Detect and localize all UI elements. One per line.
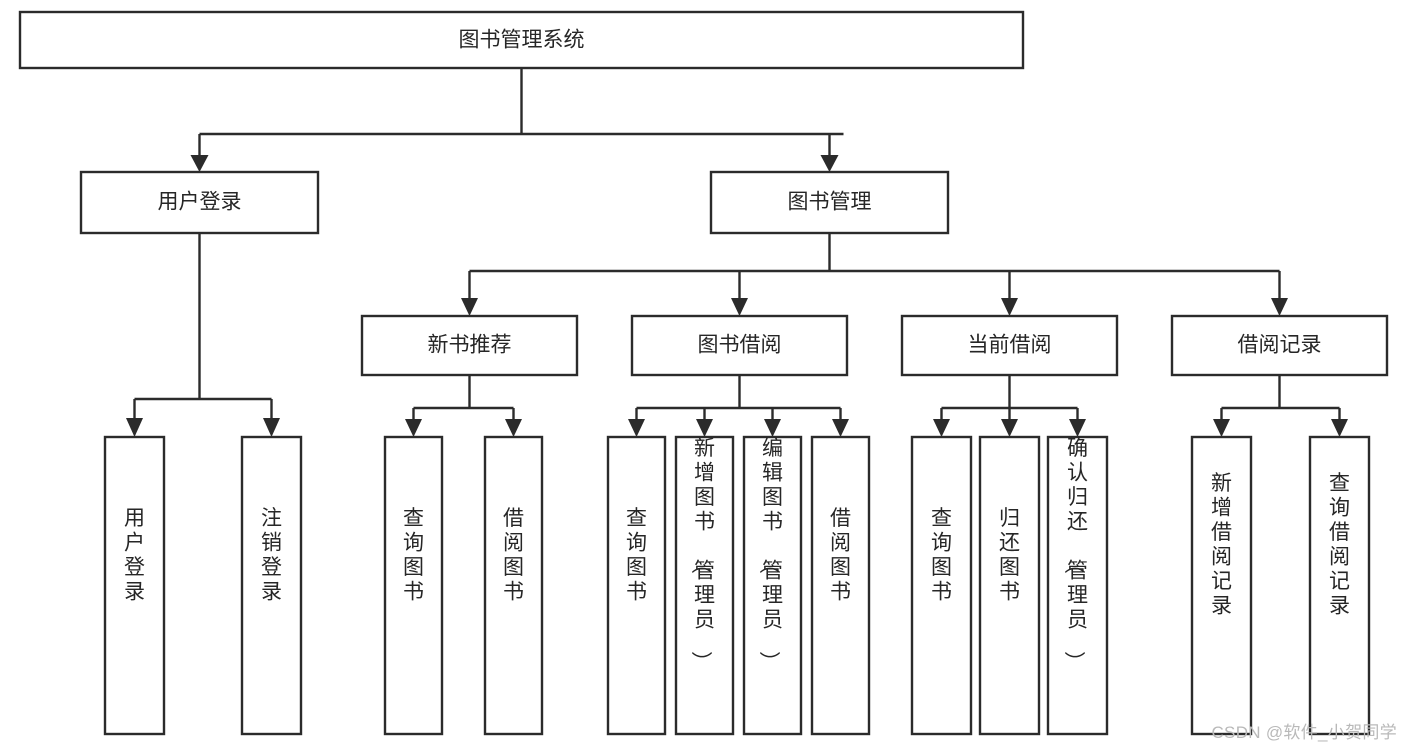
node-user-login-label: 用户登录 [158,191,242,214]
leaf-node-edit-book-label: 编辑图书（管理员） [757,437,783,672]
leaf-node-user-logout-label: 注销登录 [261,507,282,604]
node-book-borrow-label: 图书借阅 [698,334,782,357]
node-new-book-recommend[interactable]: 新书推荐 [360,314,579,377]
arrow-head-book-borrow [731,298,748,316]
node-book-management[interactable]: 图书管理 [709,170,950,235]
leaf-node-user-logout-box[interactable] [240,435,303,736]
leaf-node-add-book[interactable]: 新增图书（管理员） [674,435,735,736]
leaf-node-edit-book[interactable]: 编辑图书（管理员） [742,435,803,736]
leaf-node-add-record[interactable]: 新增借阅记录 [1190,435,1253,736]
leaf-node-borrow-book-2[interactable]: 借阅图书 [810,435,871,736]
csdn-watermark: CSDN @软件_小贺同学 [1211,723,1397,742]
arrow-head-leaf-borrow-book-2 [832,419,849,437]
node-borrow-record-label: 借阅记录 [1238,334,1322,357]
leaf-node-user-logout[interactable]: 注销登录 [240,435,303,736]
node-user-login-box[interactable] [79,170,320,235]
arrow-head-new-book-recommend [461,298,478,316]
arrow-head-leaf-confirm-return [1069,419,1086,437]
leaf-node-query-record-box[interactable] [1308,435,1371,736]
arrow-head-leaf-query-record [1331,419,1348,437]
leaf-node-query-book-2-label: 查询图书 [626,507,647,604]
node-root[interactable]: 图书管理系统 [18,10,1025,70]
leaf-node-user-login-label: 用户登录 [124,507,145,604]
leaf-node-return-book-box[interactable] [978,435,1041,736]
leaf-node-query-book-1-box[interactable] [383,435,444,736]
arrow-head-user-login [190,155,209,172]
arrow-head-leaf-return-book [1001,419,1018,437]
node-root-box[interactable] [18,10,1025,70]
arrow-head-leaf-borrow-book-1 [505,419,522,437]
arrow-head-leaf-query-book-3 [933,419,950,437]
leaf-node-borrow-book-2-label: 借阅图书 [830,507,851,604]
leaf-node-return-book[interactable]: 归还图书 [978,435,1041,736]
node-current-borrow[interactable]: 当前借阅 [900,314,1119,377]
leaf-node-confirm-return[interactable]: 确认归还（管理员） [1046,435,1109,736]
arrow-head-leaf-add-book [696,419,713,437]
arrow-head-leaf-user-logout [263,418,280,437]
leaf-node-user-login-box[interactable] [103,435,166,736]
arrow-head-leaf-add-record [1213,419,1230,437]
node-root-label: 图书管理系统 [459,29,585,52]
arrow-head-leaf-query-book-2 [628,419,645,437]
arrow-head-borrow-record [1271,298,1288,316]
leaf-node-return-book-label: 归还图书 [999,507,1020,604]
leaf-node-query-book-1[interactable]: 查询图书 [383,435,444,736]
node-new-book-recommend-box[interactable] [360,314,579,377]
arrow-head-leaf-edit-book [764,419,781,437]
arrow-head-current-borrow [1001,298,1018,316]
leaf-node-borrow-book-1-box[interactable] [483,435,544,736]
node-new-book-recommend-label: 新书推荐 [428,334,512,357]
leaf-node-query-book-1-label: 查询图书 [403,507,424,604]
leaf-node-query-record-label: 查询借阅记录 [1329,472,1350,618]
leaf-node-query-book-2-box[interactable] [606,435,667,736]
node-current-borrow-box[interactable] [900,314,1119,377]
leaf-node-confirm-return-box[interactable] [1046,435,1109,736]
leaf-node-add-record-box[interactable] [1190,435,1253,736]
leaf-node-confirm-return-label: 确认归还（管理员） [1062,437,1088,672]
leaf-node-add-record-label: 新增借阅记录 [1211,472,1232,618]
node-user-login[interactable]: 用户登录 [79,170,320,235]
leaf-node-borrow-book-1-label: 借阅图书 [503,507,524,604]
leaf-node-query-book-3-label: 查询图书 [931,507,952,604]
leaf-node-query-book-3[interactable]: 查询图书 [910,435,973,736]
node-book-borrow[interactable]: 图书借阅 [630,314,849,377]
leaf-node-query-book-2[interactable]: 查询图书 [606,435,667,736]
leaf-node-borrow-book-1[interactable]: 借阅图书 [483,435,544,736]
leaf-node-add-book-box[interactable] [674,435,735,736]
leaf-node-query-book-3-box[interactable] [910,435,973,736]
leaf-node-query-record[interactable]: 查询借阅记录 [1308,435,1371,736]
leaf-node-borrow-book-2-box[interactable] [810,435,871,736]
node-current-borrow-label: 当前借阅 [968,334,1052,357]
leaf-node-edit-book-box[interactable] [742,435,803,736]
leaf-node-add-book-label: 新增图书（管理员） [689,437,715,672]
arrow-head-leaf-user-login [126,418,143,437]
node-borrow-record-box[interactable] [1170,314,1389,377]
node-book-borrow-box[interactable] [630,314,849,377]
connector-layer [126,68,1348,437]
leaf-node-user-login[interactable]: 用户登录 [103,435,166,736]
node-book-management-label: 图书管理 [788,191,872,214]
node-borrow-record[interactable]: 借阅记录 [1170,314,1389,377]
arrow-head-leaf-query-book-1 [405,419,422,437]
arrow-head-book-management [820,155,839,172]
node-book-management-box[interactable] [709,170,950,235]
